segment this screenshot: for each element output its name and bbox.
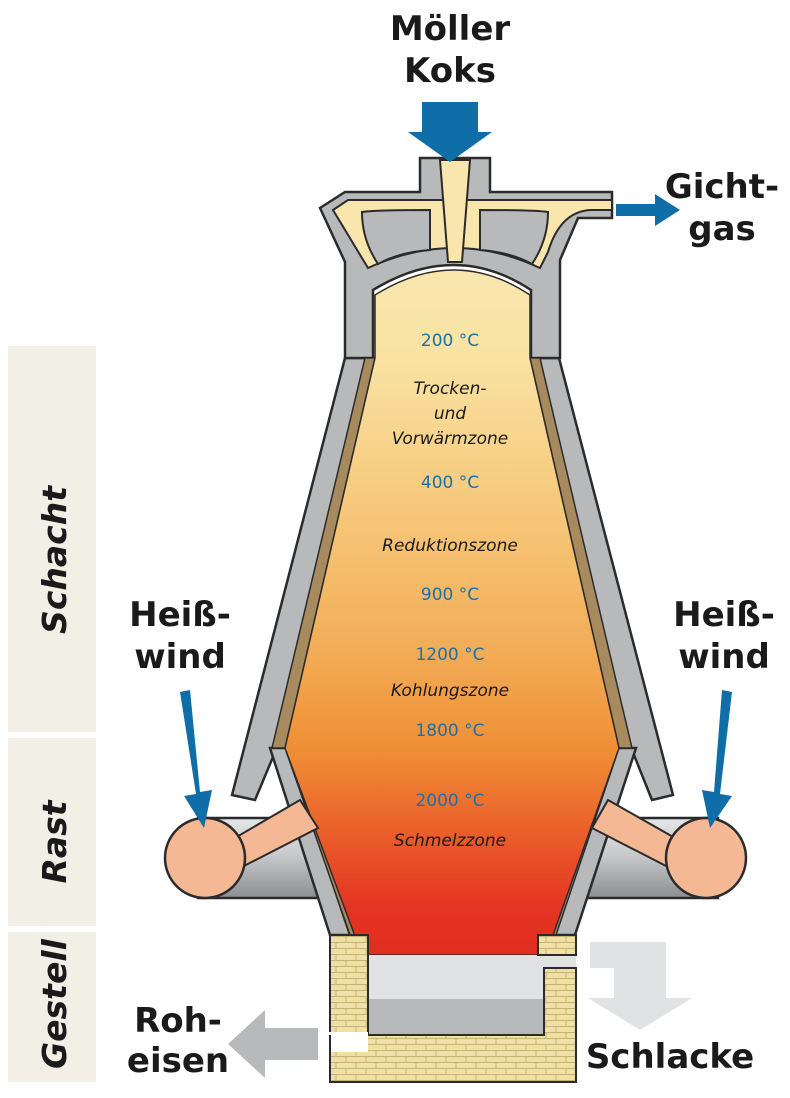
label-wind-right-1: Heiß- bbox=[673, 595, 775, 635]
zone-drying-3: Vorwärmzone bbox=[392, 429, 508, 449]
zones: Trocken- und Vorwärmzone Reduktionszone … bbox=[382, 379, 518, 851]
section-bar: Schacht Rast Gestell bbox=[8, 346, 96, 1082]
taphole-iron bbox=[322, 1032, 368, 1052]
slag-arrow bbox=[588, 942, 692, 1030]
furnace-interior bbox=[284, 269, 620, 956]
zone-reduction: Reduktionszone bbox=[382, 536, 518, 556]
hearth-bricks bbox=[329, 934, 577, 1083]
temp-1200: 1200 °C bbox=[415, 645, 484, 665]
temp-200: 200 °C bbox=[421, 331, 479, 351]
iron-arrow bbox=[228, 1010, 318, 1078]
slag-layer bbox=[368, 955, 576, 999]
wind-left-arrow bbox=[180, 690, 212, 828]
hearth-brick-top-right bbox=[537, 934, 577, 956]
top-block-left bbox=[360, 208, 431, 266]
labels: Möller Koks Gicht- gas Heiß- wind Heiß- … bbox=[127, 9, 779, 1081]
zone-drying-2: und bbox=[434, 404, 467, 424]
label-roh: Roh- bbox=[134, 1001, 222, 1041]
zone-carburization: Kohlungszone bbox=[391, 681, 509, 701]
temperatures: 200 °C 400 °C 900 °C 1200 °C 1800 °C 200… bbox=[415, 331, 484, 811]
label-wind-right-2: wind bbox=[678, 637, 770, 677]
label-wind-left-2: wind bbox=[134, 637, 226, 677]
section-bosh-label: Rast bbox=[35, 799, 74, 883]
charging-throat bbox=[438, 159, 472, 263]
section-hearth-bg bbox=[8, 932, 96, 1082]
label-gicht: Gicht- bbox=[665, 167, 779, 207]
furnace-top bbox=[318, 156, 614, 360]
section-hearth-label: Gestell bbox=[35, 938, 74, 1069]
hearth bbox=[322, 934, 577, 1083]
section-shaft-bg bbox=[8, 346, 96, 732]
gas-arrow bbox=[616, 194, 680, 226]
section-shaft-label: Schacht bbox=[35, 485, 74, 634]
label-moller: Möller bbox=[390, 9, 511, 49]
arrows bbox=[180, 102, 732, 1078]
tuyere-left-circle bbox=[163, 816, 247, 900]
temp-400: 400 °C bbox=[421, 473, 479, 493]
section-bosh-bg bbox=[8, 738, 96, 926]
temp-900: 900 °C bbox=[421, 585, 479, 605]
temp-1800: 1800 °C bbox=[415, 721, 484, 741]
label-schlacke: Schlacke bbox=[586, 1037, 754, 1077]
charge-arrow bbox=[408, 102, 492, 162]
label-gas: gas bbox=[688, 209, 756, 249]
zone-drying-1: Trocken- bbox=[413, 379, 486, 399]
label-wind-left-1: Heiß- bbox=[129, 595, 231, 635]
tuyere-right-circle bbox=[664, 816, 748, 900]
temp-2000: 2000 °C bbox=[415, 791, 484, 811]
zone-melting: Schmelzzone bbox=[394, 831, 506, 851]
label-koks: Koks bbox=[404, 51, 496, 91]
wind-right-arrow bbox=[702, 690, 732, 828]
label-eisen: eisen bbox=[127, 1041, 229, 1081]
top-block-right bbox=[479, 208, 550, 266]
iron-layer bbox=[368, 999, 544, 1035]
